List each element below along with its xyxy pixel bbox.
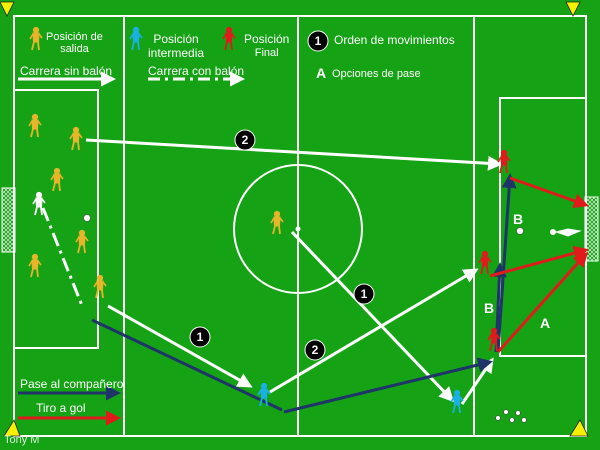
right-goalkeeper — [550, 229, 556, 235]
pass-line-1 — [91, 318, 283, 412]
author-credit: Tony M — [4, 434, 40, 446]
shot-line-bottom — [496, 251, 589, 354]
legend-run-no-ball-label: Carrera sin balón — [20, 64, 113, 78]
pass-line-2 — [283, 357, 493, 414]
legend-order-circle — [307, 30, 329, 52]
ball-spare — [515, 410, 521, 416]
run-2-mid — [269, 268, 479, 394]
corner-flag-bottom-right — [569, 419, 589, 437]
corner-flag-top-left — [0, 1, 15, 17]
run-1-left — [107, 304, 253, 388]
order-number-2: 2 — [242, 133, 249, 147]
order-number-1: 1 — [197, 330, 204, 344]
legend-final-position-label: Posición Final — [244, 32, 290, 59]
order-circle-1-left — [189, 326, 211, 348]
ball-spare — [495, 415, 501, 421]
ball-spare — [509, 417, 515, 423]
option-label-b: B — [484, 300, 494, 316]
shot-line-mid — [489, 245, 589, 278]
corner-flag-bottom-left — [3, 419, 21, 437]
order-circle-1-center — [353, 283, 375, 305]
legend-order-number: 1 — [315, 34, 322, 48]
right-goalkeeper — [554, 228, 582, 237]
center-circle — [233, 164, 363, 294]
option-label-a: A — [540, 315, 550, 331]
legend-shot-label: Tiro a gol — [36, 401, 86, 415]
run-2-top — [85, 138, 503, 171]
order-number-2: 2 — [312, 343, 319, 357]
shot-line-top — [509, 176, 589, 209]
legend-run-with-ball-label: Carrera con balón — [148, 64, 245, 78]
legend-pass-letter: A — [316, 65, 326, 81]
legend-pass-to-teammate-label: Pase al compañero — [20, 377, 124, 391]
corner-flag-top-right — [565, 1, 581, 17]
right-goal — [584, 196, 599, 262]
run-1-center — [290, 230, 455, 403]
order-circle-2-top — [234, 129, 256, 151]
legend-pass-label: Opciones de pase — [332, 68, 421, 80]
ball-right — [516, 227, 524, 235]
ball-left — [83, 214, 91, 222]
legend-order-label: Orden de movimientos — [334, 33, 455, 47]
legend-start-position-label: Posición de salida — [46, 31, 103, 55]
center-spot — [295, 226, 301, 232]
ball-spare — [521, 417, 527, 423]
order-circle-2-mid — [304, 339, 326, 361]
ball-spare — [503, 409, 509, 415]
option-label-b: B — [513, 211, 523, 227]
legend-mid-position-label: Posición intermedia — [148, 32, 205, 60]
dribble-line — [41, 207, 85, 309]
order-number-1: 1 — [361, 287, 368, 301]
left-goal — [1, 187, 16, 253]
